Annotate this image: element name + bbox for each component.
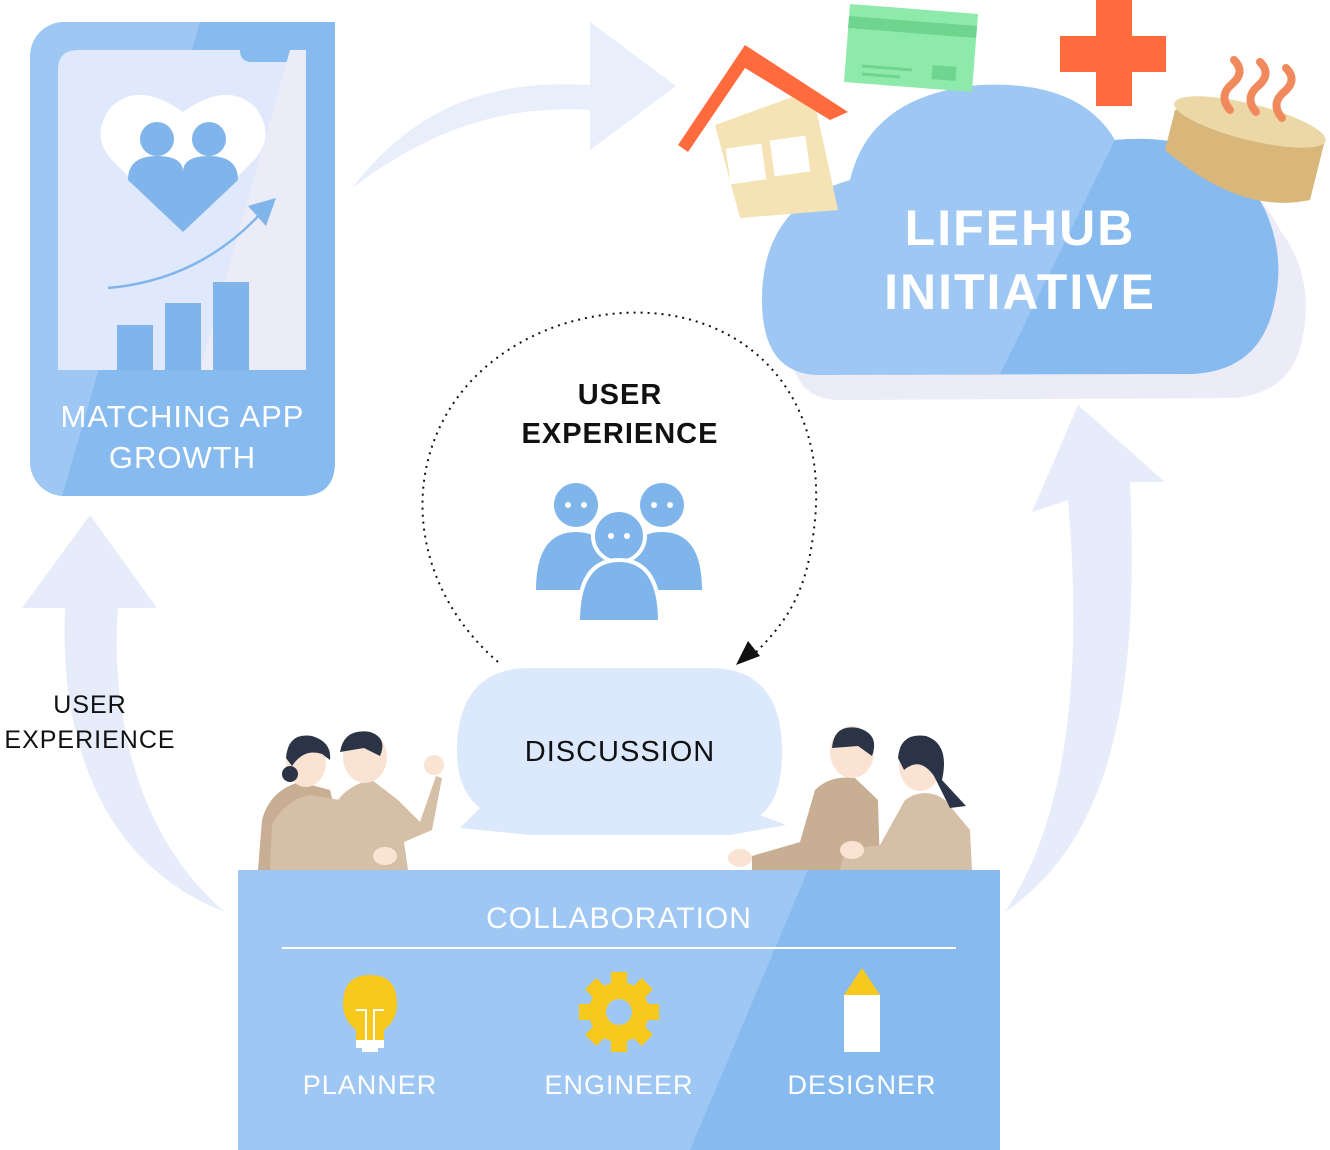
cloud-title-line1: LIFEHUB (904, 200, 1136, 256)
discussion-bubble (457, 668, 786, 835)
lightbulb-icon (343, 975, 397, 1052)
users-icon (536, 483, 702, 624)
collaboration-title: COLLABORATION (486, 902, 752, 935)
pencil-icon (844, 968, 880, 1052)
ux-cycle-dotted-arc (421, 311, 818, 665)
arrow-collab-to-cloud (1005, 405, 1165, 912)
phone-title: MATCHING APP GROWTH (40, 396, 325, 478)
card-icon (844, 4, 978, 92)
medical-cross-icon (1060, 0, 1166, 106)
ux-center-line2: EXPERIENCE (521, 418, 719, 450)
role-planner-label: PLANNER (302, 1070, 438, 1100)
ux-center-label: USER EXPERIENCE (470, 376, 770, 454)
cloud-title-line2: INITIATIVE (884, 264, 1156, 320)
ux-left-line1: USER (53, 691, 127, 719)
discussion-label: DISCUSSION (524, 736, 716, 768)
team-people-right (728, 726, 972, 870)
cloud-illustration (762, 84, 1306, 400)
ux-left-line2: EXPERIENCE (4, 726, 176, 754)
phone-title-line1: MATCHING APP (60, 399, 305, 434)
role-designer-label: DESIGNER (787, 1070, 937, 1100)
phone-title-line2: GROWTH (108, 440, 257, 475)
ux-left-label: USER EXPERIENCE (0, 688, 180, 758)
gear-icon (579, 972, 659, 1052)
arrow-phone-to-cloud (352, 22, 676, 188)
house-icon (678, 45, 848, 218)
team-people-left (258, 731, 444, 870)
phone-illustration (30, 22, 335, 496)
cloud-title: LIFEHUB INITIATIVE (790, 196, 1250, 324)
onsen-icon (1165, 56, 1326, 203)
arrow-collab-to-phone (22, 515, 225, 912)
role-engineer-label: ENGINEER (544, 1070, 694, 1100)
ux-center-line1: USER (577, 379, 663, 411)
